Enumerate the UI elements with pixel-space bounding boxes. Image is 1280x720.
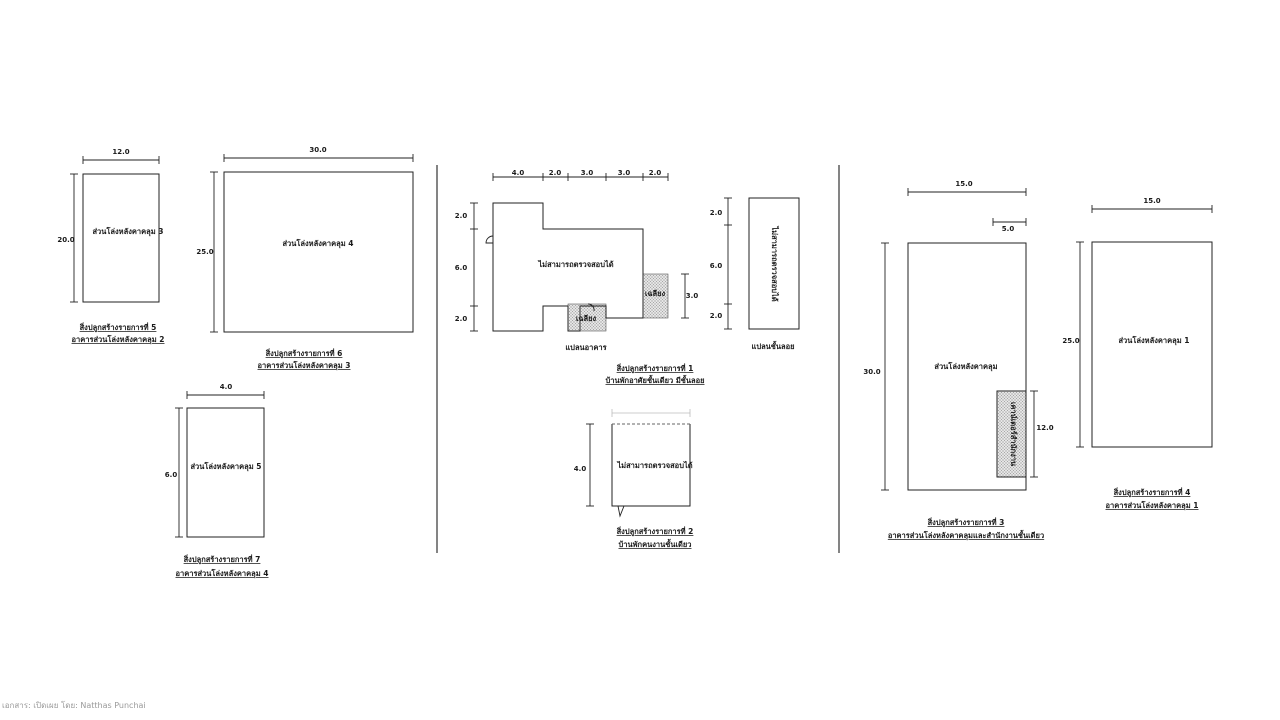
item-2-caption-title: สิ่งปลูกสร้างรายการที่ 2 [616, 525, 693, 537]
item-4-caption-title: สิ่งปลูกสร้างรายการที่ 4 [1113, 486, 1190, 498]
item-5-caption-title: สิ่งปลูกสร้างรายการที่ 5 [79, 321, 156, 333]
item-3-plan: เคาน์เตอร์สำนักงาน 15.0 5.0 30.0 12.0 ส่… [863, 180, 1053, 540]
item-4-label: ส่วนโล่งหลังคาคลุม 1 [1118, 335, 1189, 345]
item-7-height-dim: 6.0 [165, 471, 178, 479]
item-2-building [611, 424, 691, 507]
item-1-mezz-plan-label: แปลนชั้นลอย [751, 340, 794, 351]
item-1-porch-right-label: เฉลียง [645, 289, 666, 298]
item-4-building [1091, 241, 1213, 448]
item-1-caption-desc: บ้านพักอาศัยชั้นเดียว มีชั้นลอย [606, 374, 705, 385]
item-1-right-dim: 3.0 [686, 292, 699, 300]
item-6-label: ส่วนโล่งหลังคาคลุม 4 [282, 238, 353, 248]
item-2-height-dim: 4.0 [574, 465, 587, 473]
item-6-width-dim: 30.0 [309, 146, 326, 154]
item-6-height-dim: 25.0 [196, 248, 213, 256]
item-4-plan: 15.0 25.0 ส่วนโล่งหลังคาคลุม 1 สิ่งปลูกส… [1062, 197, 1213, 510]
document-footer: เอกสาร: เปิดเผย โดย: Natthas Punchai [2, 701, 146, 710]
item-1-left-dim-1: 2.0 [455, 212, 468, 220]
item-5-width-dim: 12.0 [112, 148, 129, 156]
item-1-porch-left [567, 303, 607, 332]
item-5-caption-desc: อาคารส่วนโล่งหลังคาคลุม 2 [72, 334, 165, 344]
item-5-label: ส่วนโล่งหลังคาคลุม 3 [92, 226, 163, 236]
item-7-caption-title: สิ่งปลูกสร้างรายการที่ 7 [183, 553, 260, 565]
item-3-caption-desc: อาคารส่วนโล่งหลังคาคลุมและสำนักงานชั้นเด… [888, 529, 1044, 540]
item-3-sub-width-dim: 5.0 [1002, 225, 1015, 233]
item-1-top-dim-5: 2.0 [649, 169, 662, 177]
item-4-height-dim: 25.0 [1062, 337, 1079, 345]
item-7-plan: 4.0 6.0 ส่วนโล่งหลังคาคลุม 5 สิ่งปลูกสร้… [165, 383, 269, 578]
item-1-mezz-dim-1: 2.0 [710, 209, 723, 217]
item-5-plan: 12.0 20.0 ส่วนโล่งหลังคาคลุม 3 สิ่งปลูกส… [57, 148, 164, 344]
item-1-left-dim-2: 6.0 [455, 264, 468, 272]
item-3-sub-height-dim: 12.0 [1036, 424, 1053, 432]
item-1-plan: 4.0 2.0 3.0 3.0 2.0 2.0 6.0 2.0 เฉลียง เ… [455, 169, 800, 385]
item-1-caption-title: สิ่งปลูกสร้างรายการที่ 1 [616, 362, 693, 374]
item-6-caption-desc: อาคารส่วนโล่งหลังคาคลุม 3 [258, 360, 351, 370]
item-1-building [492, 202, 644, 332]
item-1-mezz-dim-3: 2.0 [710, 312, 723, 320]
item-6-building [223, 171, 414, 333]
item-6-caption-title: สิ่งปลูกสร้างรายการที่ 6 [265, 347, 342, 359]
item-3-caption-title: สิ่งปลูกสร้างรายการที่ 3 [927, 516, 1004, 528]
item-7-label: ส่วนโล่งหลังคาคลุม 5 [190, 461, 261, 471]
item-1-left-dim-3: 2.0 [455, 315, 468, 323]
item-2-plan: 4.0 ไม่สามารถตรวจสอบได้ สิ่งปลูกสร้างราย… [574, 409, 693, 549]
item-5-building [82, 173, 160, 303]
item-3-width-dim: 15.0 [955, 180, 972, 188]
item-2-caption-desc: บ้านพักคนงานชั้นเดียว [619, 538, 692, 549]
item-3-annex [996, 390, 1027, 478]
item-7-caption-desc: อาคารส่วนโล่งหลังคาคลุม 4 [176, 568, 269, 578]
item-7-building [186, 407, 265, 538]
item-2-label: ไม่สามารถตรวจสอบได้ [616, 460, 692, 470]
item-4-width-dim: 15.0 [1143, 197, 1160, 205]
item-1-top-dim-2: 2.0 [549, 169, 562, 177]
item-1-mezz-label: ไม่สามารถตรวจสอบได้ [770, 225, 780, 301]
item-1-top-dim-3: 3.0 [581, 169, 594, 177]
item-3-label: ส่วนโล่งหลังคาคลุม [934, 361, 997, 371]
item-1-top-dim-4: 3.0 [618, 169, 631, 177]
item-1-porch-right [642, 273, 669, 319]
item-7-width-dim: 4.0 [220, 383, 233, 391]
item-3-height-dim: 30.0 [863, 368, 880, 376]
item-4-caption-desc: อาคารส่วนโล่งหลังคาคลุม 1 [1106, 500, 1199, 510]
item-1-porch-left-label: เฉลียง [576, 314, 597, 323]
item-5-height-dim: 20.0 [57, 236, 74, 244]
item-1-mezzanine [748, 197, 800, 330]
item-1-label: ไม่สามารถตรวจสอบได้ [537, 259, 613, 269]
item-6-plan: 30.0 25.0 ส่วนโล่งหลังคาคลุม 4 สิ่งปลูกส… [196, 146, 414, 370]
item-1-mezz-dim-2: 6.0 [710, 262, 723, 270]
item-1-top-dim-1: 4.0 [512, 169, 525, 177]
item-1-plan-label: แปลนอาคาร [565, 343, 607, 352]
item-3-annex-label: เคาน์เตอร์สำนักงาน [1009, 402, 1018, 467]
